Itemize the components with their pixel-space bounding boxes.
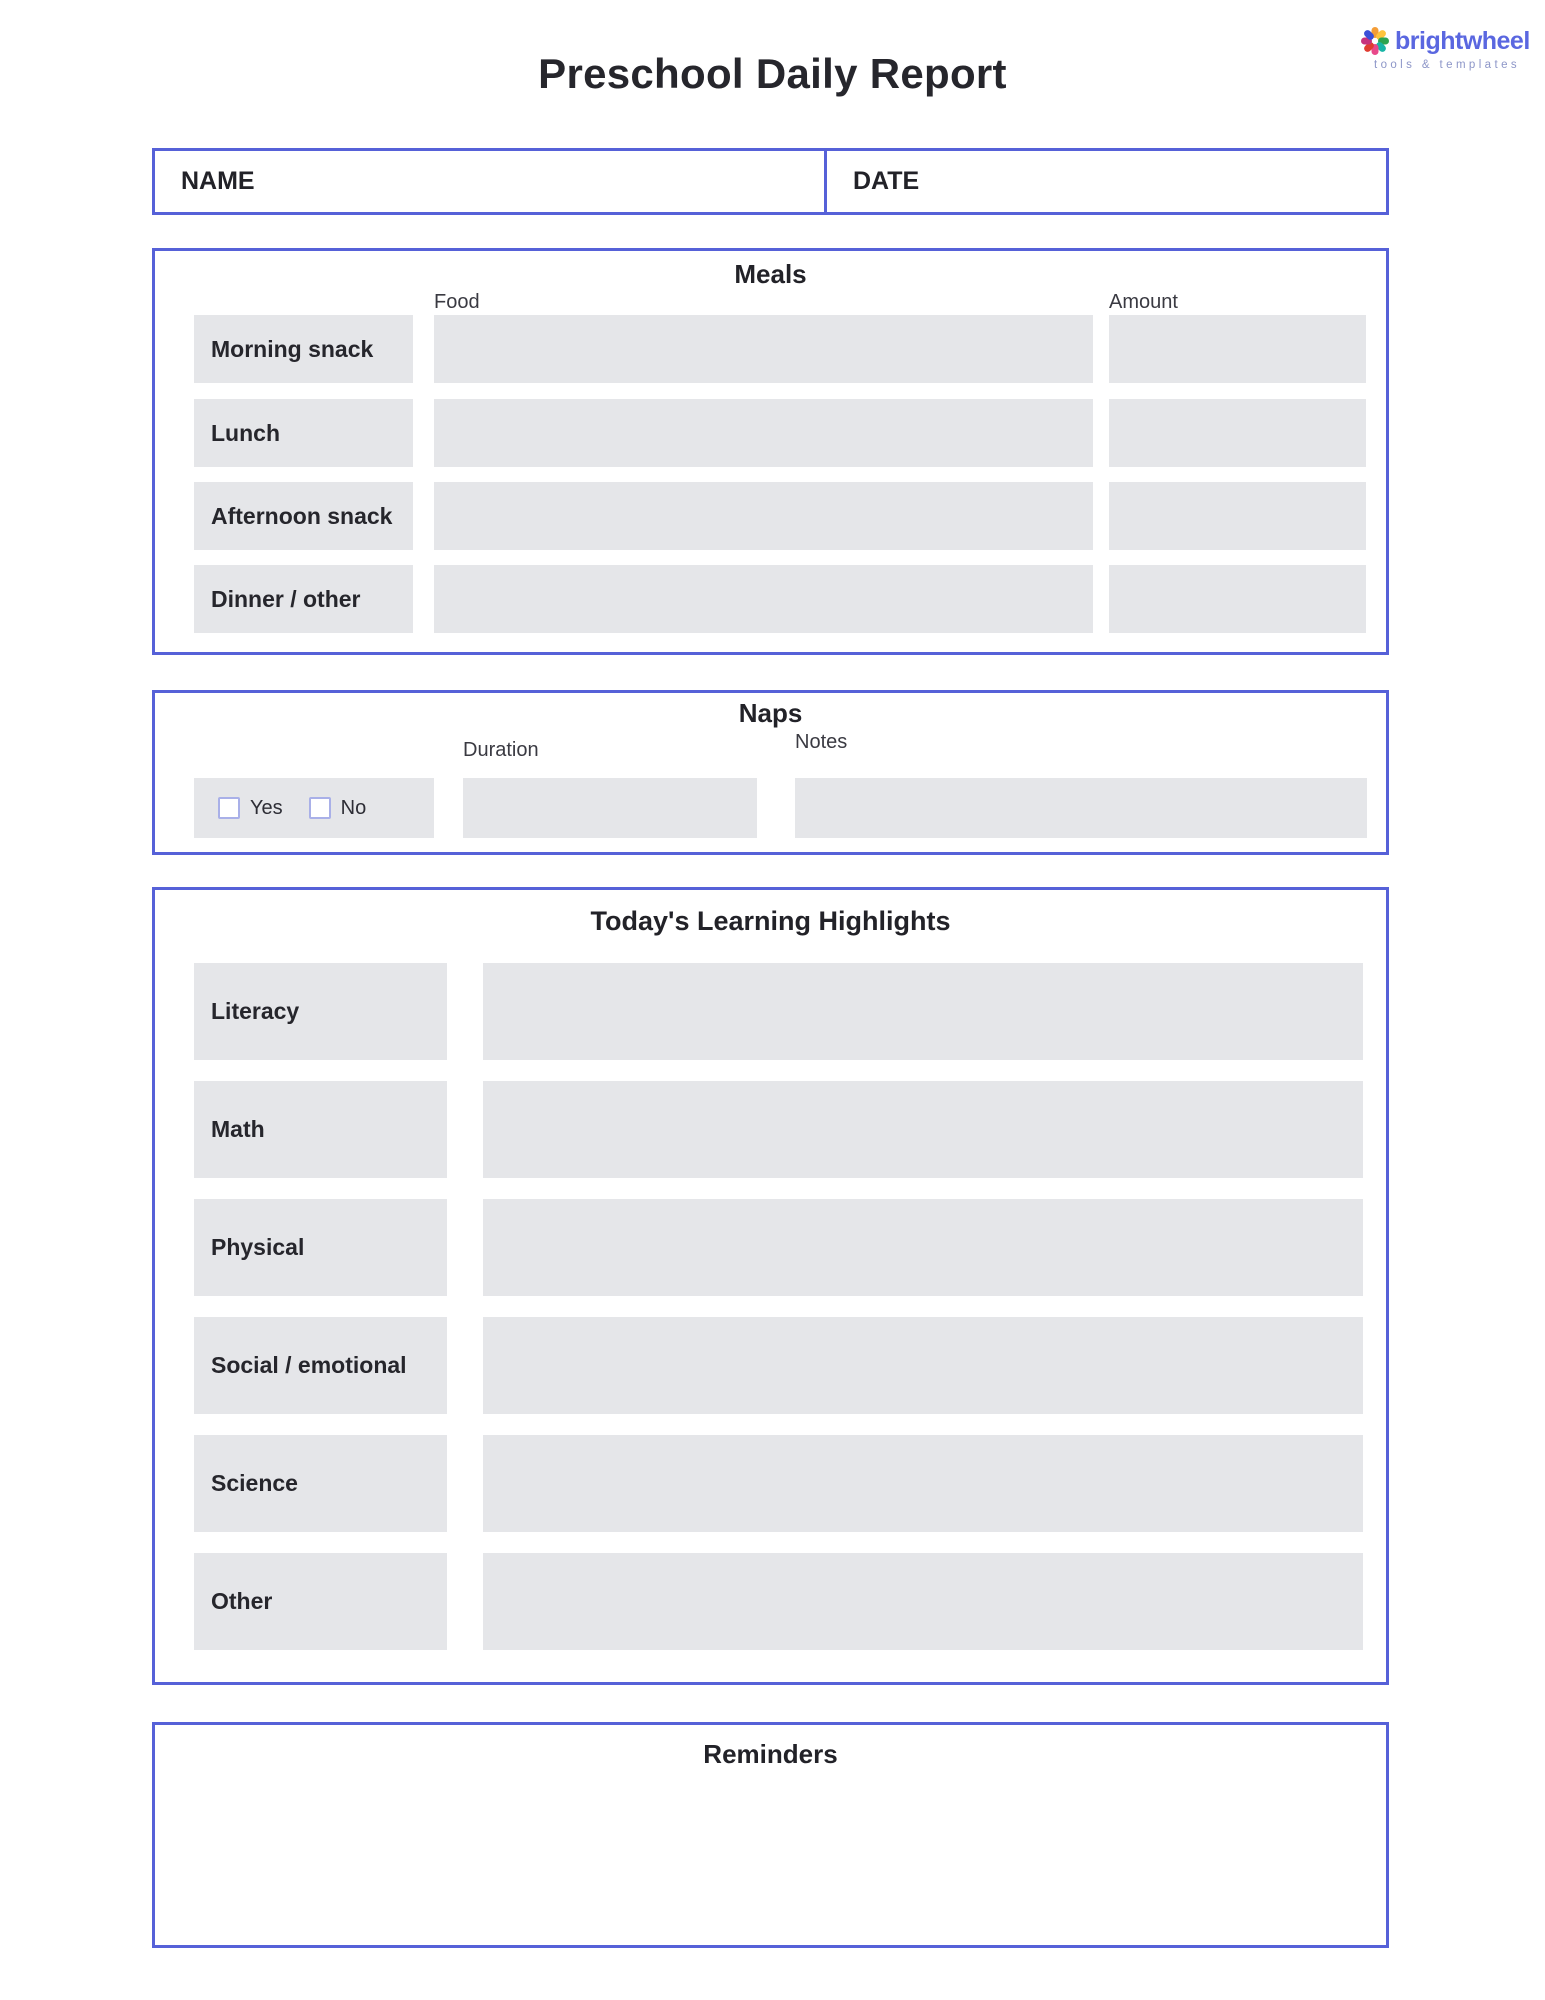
learning-label: Science xyxy=(194,1435,447,1532)
reminders-section: Reminders xyxy=(152,1722,1389,1948)
meal-food-input[interactable] xyxy=(434,565,1093,633)
page-title: Preschool Daily Report xyxy=(538,50,1007,97)
reminders-title: Reminders xyxy=(703,1739,838,1769)
learning-label: Literacy xyxy=(194,963,447,1060)
learning-highlights-section: Today's Learning Highlights Literacy Mat… xyxy=(152,887,1389,1685)
nap-yes-no-box: Yes No xyxy=(194,778,434,838)
nap-no-option[interactable]: No xyxy=(308,796,367,820)
meal-amount-input[interactable] xyxy=(1109,315,1366,383)
meal-amount-input[interactable] xyxy=(1109,482,1366,550)
learning-input[interactable] xyxy=(483,1081,1363,1178)
brand-tagline: tools & templates xyxy=(1374,59,1521,71)
date-label: DATE xyxy=(853,167,920,195)
duration-column-header: Duration xyxy=(463,739,539,761)
learning-highlights-title: Today's Learning Highlights xyxy=(590,906,951,936)
nap-yes-checkbox[interactable] xyxy=(218,797,240,819)
name-date-box: NAME DATE xyxy=(152,148,1389,215)
nap-yes-label: Yes xyxy=(250,796,283,819)
meals-section: Meals Food Amount Morning snack Lunch Af… xyxy=(152,248,1389,655)
learning-input[interactable] xyxy=(483,1553,1363,1650)
name-label: NAME xyxy=(181,167,255,195)
nap-duration-input[interactable] xyxy=(463,778,757,838)
nap-yes-option[interactable]: Yes xyxy=(218,797,283,820)
food-column-header: Food xyxy=(434,291,480,313)
notes-column-header: Notes xyxy=(795,731,848,753)
meals-title: Meals xyxy=(734,259,807,289)
learning-input[interactable] xyxy=(483,1199,1363,1296)
learning-label: Math xyxy=(194,1081,447,1178)
nap-no-checkbox[interactable] xyxy=(308,797,331,819)
naps-title: Naps xyxy=(738,698,803,728)
brightwheel-logo: brightwheel tools & templates xyxy=(1360,26,1535,71)
learning-label: Social / emotional xyxy=(194,1317,447,1414)
learning-input[interactable] xyxy=(483,1317,1363,1414)
meal-label: Dinner / other xyxy=(194,565,413,633)
meal-food-input[interactable] xyxy=(434,315,1093,383)
meal-label: Lunch xyxy=(194,399,413,467)
learning-input[interactable] xyxy=(483,963,1363,1060)
date-cell: DATE xyxy=(827,151,1386,212)
name-cell: NAME xyxy=(155,151,827,212)
meal-food-input[interactable] xyxy=(434,399,1093,467)
meal-label: Afternoon snack xyxy=(194,482,413,550)
learning-input[interactable] xyxy=(483,1435,1363,1532)
learning-label: Other xyxy=(194,1553,447,1650)
meal-food-input[interactable] xyxy=(434,482,1093,550)
naps-section: Naps Duration Notes Yes No xyxy=(152,690,1389,855)
nap-notes-input[interactable] xyxy=(795,778,1367,838)
brand-wordmark: brightwheel xyxy=(1395,26,1530,55)
meal-amount-input[interactable] xyxy=(1109,565,1366,633)
amount-column-header: Amount xyxy=(1109,291,1178,313)
meal-label: Morning snack xyxy=(194,315,413,383)
meal-amount-input[interactable] xyxy=(1109,399,1366,467)
learning-label: Physical xyxy=(194,1199,447,1296)
pinwheel-icon xyxy=(1360,26,1390,56)
nap-no-label: No xyxy=(340,796,367,819)
reminders-input[interactable] xyxy=(165,1781,1365,1931)
name-input[interactable] xyxy=(269,167,329,197)
date-input[interactable] xyxy=(933,167,993,197)
